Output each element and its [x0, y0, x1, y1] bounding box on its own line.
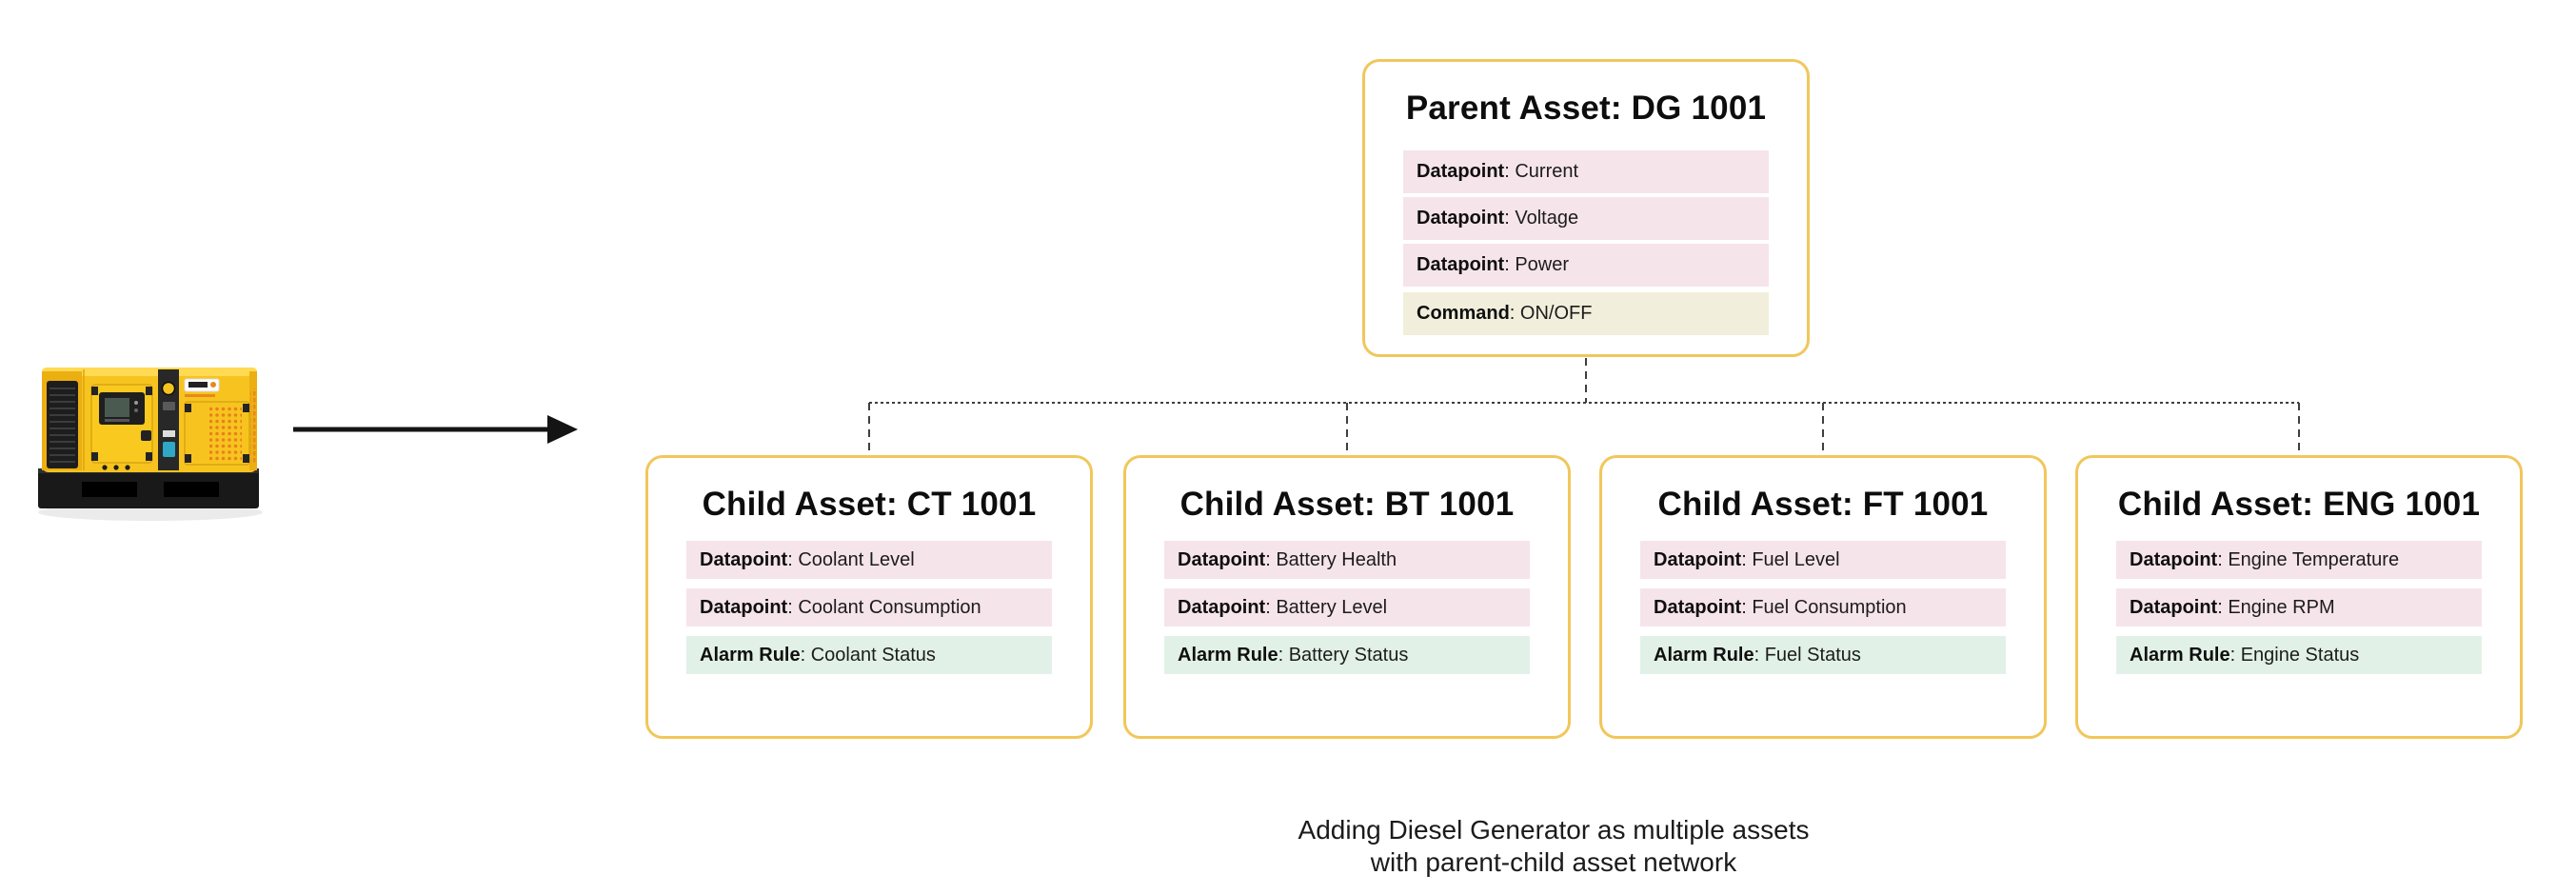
datapoint-row: Datapoint: Coolant Level — [686, 541, 1052, 579]
row-separator: : — [1741, 596, 1753, 618]
row-label: Datapoint — [1417, 254, 1505, 275]
generator-vent-door — [184, 401, 250, 466]
row-separator: : — [1754, 644, 1765, 666]
caption-line-1: Adding Diesel Generator as multiple asse… — [1298, 815, 1810, 845]
child-asset-title: Child Asset: FT 1001 — [1657, 486, 1989, 523]
row-label: Datapoint — [1178, 596, 1266, 618]
parent-asset-title: Parent Asset: DG 1001 — [1405, 90, 1767, 127]
diesel-generator-image — [38, 368, 263, 521]
row-separator: : — [1509, 303, 1520, 324]
row-label: Datapoint — [2130, 548, 2218, 570]
row-separator: : — [1265, 548, 1277, 570]
generator-control-door — [90, 384, 153, 470]
row-separator: : — [800, 644, 811, 666]
child-asset-box-ft: Child Asset: FT 1001 Datapoint: Fuel Lev… — [1599, 455, 2047, 739]
row-separator: : — [2217, 548, 2229, 570]
row-value: Engine RPM — [2228, 596, 2335, 618]
datapoint-row: Datapoint: Voltage — [1403, 197, 1769, 240]
row-label: Alarm Rule — [700, 644, 801, 666]
alarm-rule-row: Alarm Rule: Battery Status — [1164, 636, 1530, 674]
generator-base — [38, 468, 259, 508]
row-separator: : — [787, 596, 799, 618]
generator-grille — [47, 381, 78, 468]
side-lettering — [250, 388, 256, 465]
command-row: Command: ON/OFF — [1403, 292, 1769, 335]
caption-line-2: with parent-child asset network — [1370, 847, 1737, 877]
child-asset-rows: Datapoint: Battery Health Datapoint: Bat… — [1164, 541, 1530, 674]
row-label: Datapoint — [1417, 161, 1505, 182]
row-separator: : — [787, 548, 799, 570]
child-asset-rows: Datapoint: Coolant Level Datapoint: Cool… — [686, 541, 1052, 674]
datapoint-row: Datapoint: Battery Health — [1164, 541, 1530, 579]
row-value: ON/OFF — [1519, 303, 1593, 324]
row-separator: : — [2229, 644, 2241, 666]
row-value: Coolant Consumption — [798, 596, 981, 618]
row-label: Datapoint — [700, 548, 788, 570]
row-value: Battery Level — [1276, 596, 1388, 618]
row-label: Alarm Rule — [1654, 644, 1754, 666]
row-label: Datapoint — [1178, 548, 1266, 570]
row-label: Alarm Rule — [2130, 644, 2230, 666]
child-asset-box-ct: Child Asset: CT 1001 Datapoint: Coolant … — [645, 455, 1093, 739]
child-asset-title: Child Asset: BT 1001 — [1179, 486, 1515, 523]
row-value: Fuel Consumption — [1752, 596, 1907, 618]
row-value: Voltage — [1515, 208, 1579, 229]
row-label: Datapoint — [1654, 596, 1742, 618]
row-value: Engine Temperature — [2228, 548, 2400, 570]
generator-center-strip — [158, 369, 179, 470]
row-value: Current — [1515, 161, 1579, 182]
row-value: Battery Health — [1276, 548, 1397, 570]
row-label: Command — [1417, 303, 1510, 324]
row-separator: : — [1278, 644, 1289, 666]
row-label: Datapoint — [1417, 208, 1505, 229]
child-asset-box-bt: Child Asset: BT 1001 Datapoint: Battery … — [1123, 455, 1571, 739]
row-separator: : — [1504, 161, 1516, 182]
row-label: Datapoint — [1654, 548, 1742, 570]
row-value: Engine Status — [2240, 644, 2360, 666]
row-value: Fuel Level — [1752, 548, 1840, 570]
brand-logo — [184, 378, 220, 397]
child-asset-title: Child Asset: ENG 1001 — [2117, 486, 2481, 523]
row-value: Coolant Level — [798, 548, 915, 570]
row-separator: : — [1504, 254, 1516, 275]
row-value: Coolant Status — [810, 644, 936, 666]
row-separator: : — [2217, 596, 2229, 618]
alarm-rule-row: Alarm Rule: Coolant Status — [686, 636, 1052, 674]
row-separator: : — [1504, 208, 1516, 229]
arrow-icon — [293, 415, 578, 444]
child-asset-rows: Datapoint: Fuel Level Datapoint: Fuel Co… — [1640, 541, 2006, 674]
datapoint-row: Datapoint: Coolant Consumption — [686, 588, 1052, 626]
row-value: Battery Status — [1288, 644, 1409, 666]
parent-asset-box: Parent Asset: DG 1001 Datapoint: Current… — [1362, 59, 1810, 357]
row-label: Datapoint — [2130, 596, 2218, 618]
parent-asset-rows: Datapoint: Current Datapoint: Voltage Da… — [1403, 150, 1769, 335]
datapoint-row: Datapoint: Battery Level — [1164, 588, 1530, 626]
datapoint-row: Datapoint: Power — [1403, 244, 1769, 287]
diagram-caption: Adding Diesel Generator as multiple asse… — [982, 814, 2125, 879]
datapoint-row: Datapoint: Engine RPM — [2116, 588, 2482, 626]
row-label: Alarm Rule — [1178, 644, 1278, 666]
datapoint-row: Datapoint: Fuel Level — [1640, 541, 2006, 579]
child-asset-title: Child Asset: CT 1001 — [702, 486, 1037, 523]
child-asset-box-eng: Child Asset: ENG 1001 Datapoint: Engine … — [2075, 455, 2523, 739]
child-asset-rows: Datapoint: Engine Temperature Datapoint:… — [2116, 541, 2482, 674]
row-separator: : — [1265, 596, 1277, 618]
datapoint-row: Datapoint: Engine Temperature — [2116, 541, 2482, 579]
row-value: Power — [1515, 254, 1570, 275]
datapoint-row: Datapoint: Fuel Consumption — [1640, 588, 2006, 626]
row-value: Fuel Status — [1764, 644, 1861, 666]
datapoint-row: Datapoint: Current — [1403, 150, 1769, 193]
row-label: Datapoint — [700, 596, 788, 618]
row-separator: : — [1741, 548, 1753, 570]
alarm-rule-row: Alarm Rule: Engine Status — [2116, 636, 2482, 674]
alarm-rule-row: Alarm Rule: Fuel Status — [1640, 636, 2006, 674]
